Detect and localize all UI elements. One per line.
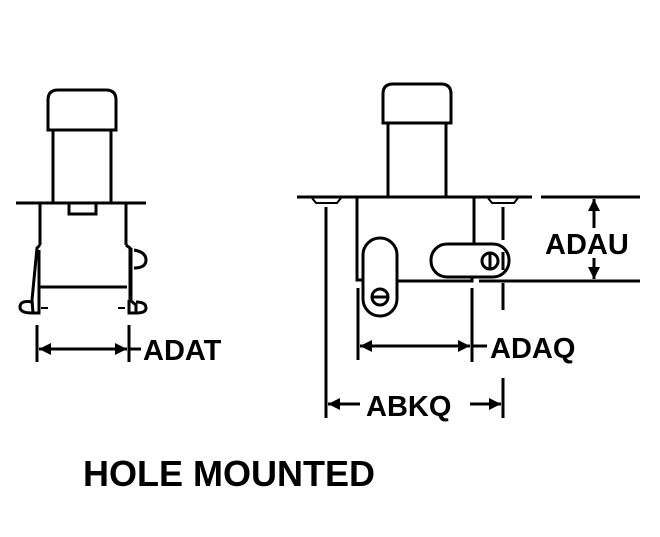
button-cap — [381, 82, 453, 125]
switch-body — [355, 197, 640, 283]
plunger-stem — [386, 123, 448, 197]
side-view: ADAT — [16, 88, 222, 367]
washer-left — [311, 197, 342, 204]
front-view: ADAU ADAQ ABKQ — [297, 82, 640, 423]
adau-label: ADAU — [545, 229, 629, 261]
abkq-label: ABKQ — [366, 391, 451, 423]
washer-right — [487, 197, 519, 204]
diagram-title: HOLE MOUNTED — [83, 453, 375, 494]
adaq-label: ADAQ — [490, 333, 575, 365]
horizontal-slot — [429, 242, 511, 279]
switch-body — [38, 203, 128, 289]
right-bracket — [125, 243, 148, 315]
adat-label: ADAT — [143, 335, 222, 367]
left-bracket — [18, 243, 42, 315]
plunger-stem — [51, 130, 113, 203]
tab — [67, 203, 98, 216]
button-cap — [46, 88, 118, 132]
vertical-slot — [361, 236, 399, 318]
